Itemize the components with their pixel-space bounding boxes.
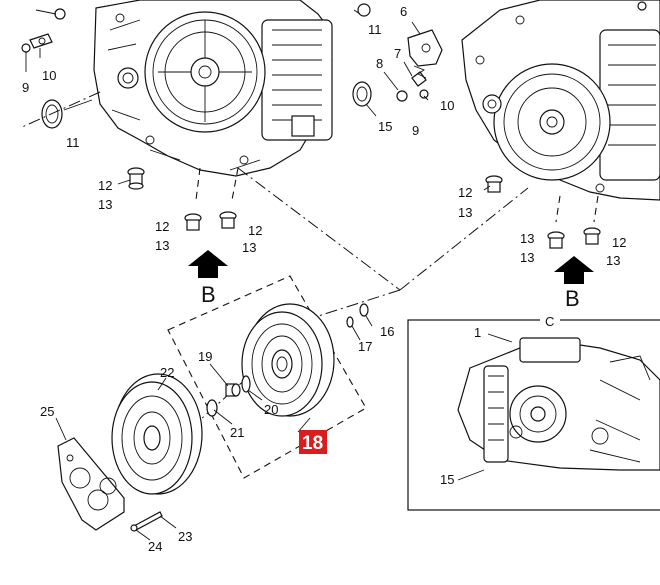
callout-9: 9: [22, 80, 29, 95]
callout-20: 20: [264, 402, 278, 417]
highlight-label: 18: [302, 433, 323, 454]
callout-19: 19: [198, 349, 212, 364]
callout-12-right2: 12: [612, 235, 626, 250]
right-fittings: [485, 175, 601, 249]
callout-15-c: 15: [440, 472, 454, 487]
view-c-box: [407, 319, 660, 511]
highlight-box: [299, 430, 327, 454]
callout-11-top: 11: [368, 22, 382, 37]
view-labels: B B C: [201, 282, 580, 329]
callout-13-right: 13: [458, 205, 472, 220]
callout-13-left: 13: [98, 197, 112, 212]
callout-22: 22: [160, 365, 174, 380]
view-label-b-right: B: [565, 286, 580, 311]
b-view-arrow-left: [188, 250, 228, 278]
left-fittings: [127, 167, 239, 231]
callout-10: 10: [42, 68, 56, 83]
callout-13-right4: 13: [606, 253, 620, 268]
flexplate: [111, 373, 203, 495]
callout-21: 21: [230, 425, 244, 440]
view-label-c: C: [545, 314, 554, 329]
callout-13-mid2: 13: [242, 240, 256, 255]
callout-17: 17: [358, 339, 372, 354]
right-transaxle-assembly: [461, 0, 660, 201]
callout-24: 24: [148, 539, 162, 554]
callout-13-mid: 13: [155, 238, 169, 253]
callout-15: 15: [378, 119, 392, 134]
torque-converter-group: [167, 275, 369, 479]
callout-13-right3: 13: [520, 250, 534, 265]
callout-11-left: 11: [66, 135, 80, 150]
left-transaxle-assembly: [93, 0, 333, 177]
callout-12-mid: 12: [155, 219, 169, 234]
callout-10-right: 10: [440, 98, 454, 113]
callout-25: 25: [40, 404, 54, 419]
leader-lines: [35, 9, 513, 541]
callout-12-right: 12: [458, 185, 472, 200]
b-view-arrow-right: [554, 256, 594, 284]
callout-labels: 9 10 11 11 12 13 12 13 12 13 6 7 8 10 15…: [22, 4, 626, 554]
callout-13-right2: 13: [520, 231, 534, 246]
right-top-hardware: [352, 1, 647, 107]
callout-16: 16: [380, 324, 394, 339]
bolts: [130, 511, 163, 532]
callout-23: 23: [178, 529, 192, 544]
cover-plate: [57, 437, 125, 531]
view-label-b-left: B: [201, 282, 216, 307]
callout-6: 6: [400, 4, 407, 19]
highlight-callout-18: 18: [299, 430, 327, 454]
callout-12-mid2: 12: [248, 223, 262, 238]
callout-12-left: 12: [98, 178, 112, 193]
callout-9-right: 9: [412, 123, 419, 138]
callout-1: 1: [474, 325, 481, 340]
callout-8: 8: [376, 56, 383, 71]
callout-7: 7: [394, 46, 401, 61]
